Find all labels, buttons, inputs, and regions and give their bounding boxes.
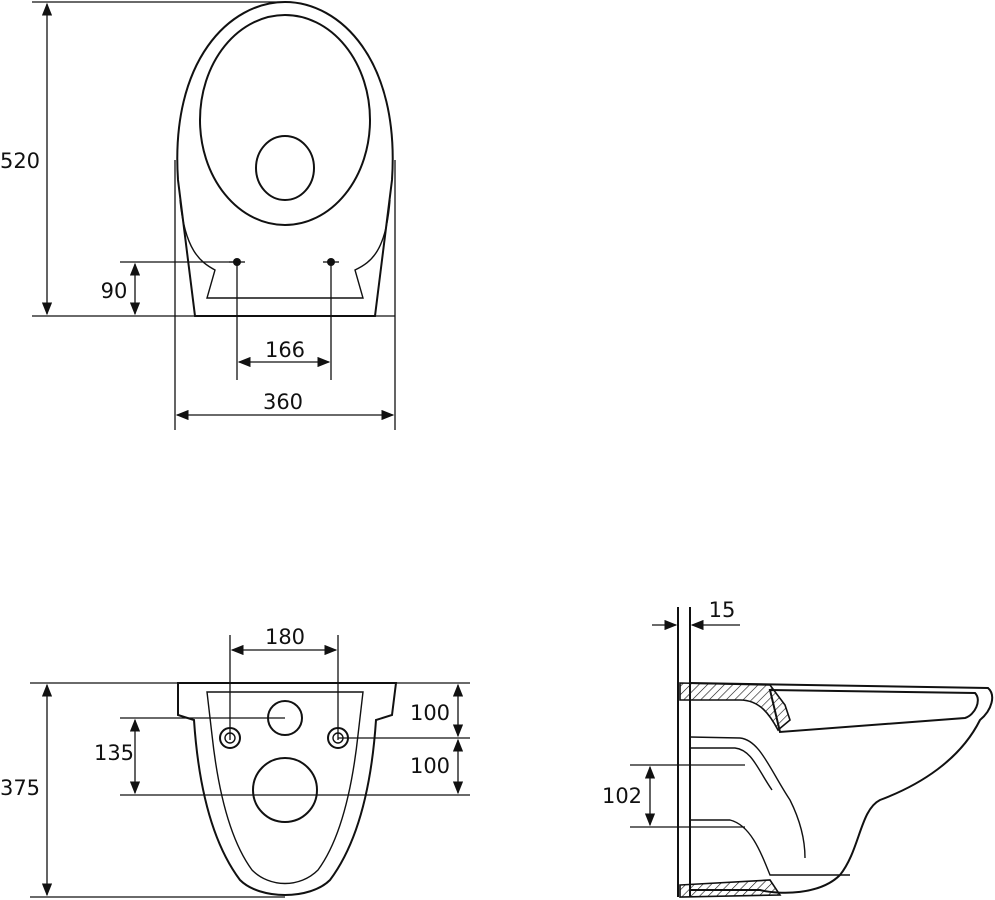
dim-90: 90 xyxy=(101,279,128,303)
dim-100-upper: 100 xyxy=(410,701,450,725)
rear-view: 375 180 135 100 100 xyxy=(0,625,470,898)
base-contour xyxy=(179,199,391,299)
side-view: 15 102 xyxy=(602,598,994,898)
bowl-outline xyxy=(176,0,394,317)
seat-opening xyxy=(199,14,371,226)
dim-135: 135 xyxy=(94,741,134,765)
dim-375: 375 xyxy=(0,776,40,800)
top-view: 520 90 166 360 xyxy=(0,0,396,430)
dim-102: 102 xyxy=(602,784,642,808)
dim-520: 520 xyxy=(0,149,40,173)
dim-180: 180 xyxy=(265,625,305,649)
dim-15: 15 xyxy=(709,598,736,622)
dim-360: 360 xyxy=(263,390,303,414)
dim-166: 166 xyxy=(265,338,305,362)
bowl-section xyxy=(689,682,994,894)
dim-100-lower: 100 xyxy=(410,754,450,778)
rear-outline xyxy=(177,682,398,896)
outlet-hole xyxy=(252,757,318,823)
drain-hole xyxy=(255,135,315,201)
